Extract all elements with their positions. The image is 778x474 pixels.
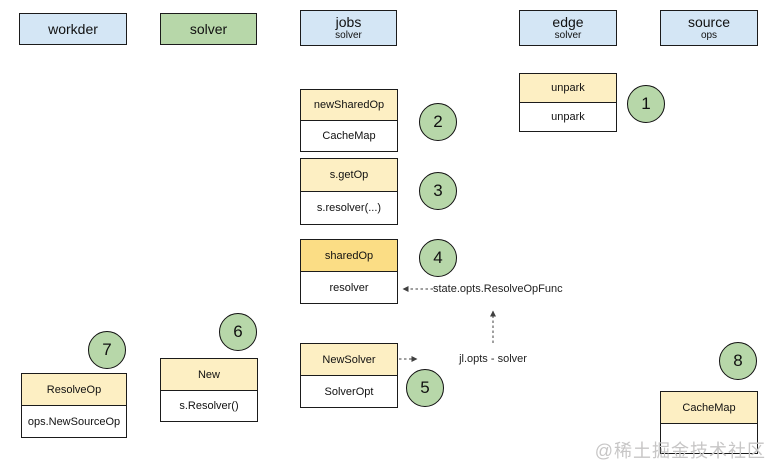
node-resolveop-body: ops.NewSourceOp (21, 405, 127, 438)
step-circle-2: 2 (419, 103, 457, 141)
lane-header-solver: solver (160, 13, 257, 45)
lane-title: solver (189, 21, 228, 37)
node-sgetop-header: s.getOp (300, 158, 398, 192)
node-unpark-header: unpark (519, 73, 617, 103)
step-circle-6: 6 (219, 313, 257, 351)
node-newsharedop: newSharedOp CacheMap (300, 89, 398, 152)
node-new-body: s.Resolver() (160, 390, 258, 422)
lane-title: workder (48, 21, 98, 37)
node-new-header: New (160, 358, 258, 391)
node-sgetop: s.getOp s.resolver(...) (300, 158, 398, 225)
node-resolveop: ResolveOp ops.NewSourceOp (21, 373, 127, 438)
node-newsharedop-header: newSharedOp (300, 89, 398, 121)
node-sharedop: sharedOp resolver (300, 239, 398, 304)
step-circle-4: 4 (419, 239, 457, 277)
node-cachemap-header: CacheMap (660, 391, 758, 424)
lane-header-jobs: jobs solver (300, 10, 397, 46)
node-sharedop-body: resolver (300, 271, 398, 304)
step-circle-1: 1 (627, 85, 665, 123)
watermark: @稀土掘金技术社区 (594, 441, 766, 461)
step-circle-7: 7 (88, 331, 126, 369)
step-circle-3: 3 (419, 172, 457, 210)
node-newsharedop-body: CacheMap (300, 120, 398, 152)
node-sgetop-body: s.resolver(...) (300, 191, 398, 225)
lane-title: edge (552, 14, 584, 30)
node-cachemap-body (660, 423, 758, 454)
step-circle-8: 8 (719, 342, 757, 380)
node-newsolver-header: NewSolver (300, 343, 398, 376)
lane-header-workder: workder (19, 13, 127, 45)
node-sharedop-header: sharedOp (300, 239, 398, 272)
lane-title: jobs (335, 14, 362, 30)
lane-title: source (687, 14, 731, 30)
node-new: New s.Resolver() (160, 358, 258, 422)
node-unpark: unpark unpark (519, 73, 617, 132)
lane-subtitle: solver (335, 30, 362, 41)
node-newsolver-body: SolverOpt (300, 375, 398, 408)
lane-subtitle: solver (554, 30, 582, 41)
label-jl-opts-solver: jl.opts - solver (459, 353, 527, 365)
label-state-opts-resolveopfunc: state.opts.ResolveOpFunc (433, 283, 563, 295)
step-circle-5: 5 (406, 369, 444, 407)
lane-header-edge: edge solver (519, 10, 617, 46)
node-unpark-body: unpark (519, 102, 617, 132)
node-resolveop-header: ResolveOp (21, 373, 127, 406)
lane-subtitle: ops (700, 30, 718, 41)
node-cachemap: CacheMap (660, 391, 758, 454)
lane-header-source: source ops (660, 10, 758, 46)
node-newsolver: NewSolver SolverOpt (300, 343, 398, 408)
